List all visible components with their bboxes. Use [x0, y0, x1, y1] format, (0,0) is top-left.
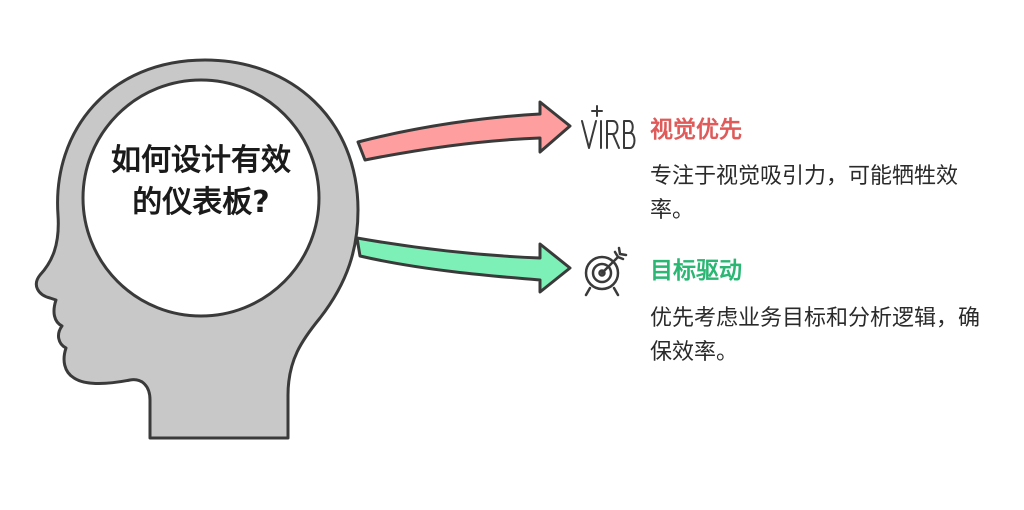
option-title-visual-first: 视觉优先 [650, 117, 742, 143]
arrow-visual-first [356, 100, 572, 162]
virb-icon [581, 105, 636, 149]
option-title-goal-driven: 目标驱动 [650, 258, 742, 284]
central-question: 如何设计有效的仪表板? [111, 143, 291, 220]
arrow-goal-driven [355, 236, 572, 294]
option-desc-visual-first: 专注于视觉吸引力，可能牺牲效率。 [650, 164, 959, 223]
question-circle [81, 78, 321, 318]
option-desc-goal-driven: 优先考虑业务目标和分析逻辑，确保效率。 [650, 306, 981, 365]
target-icon [584, 246, 628, 297]
